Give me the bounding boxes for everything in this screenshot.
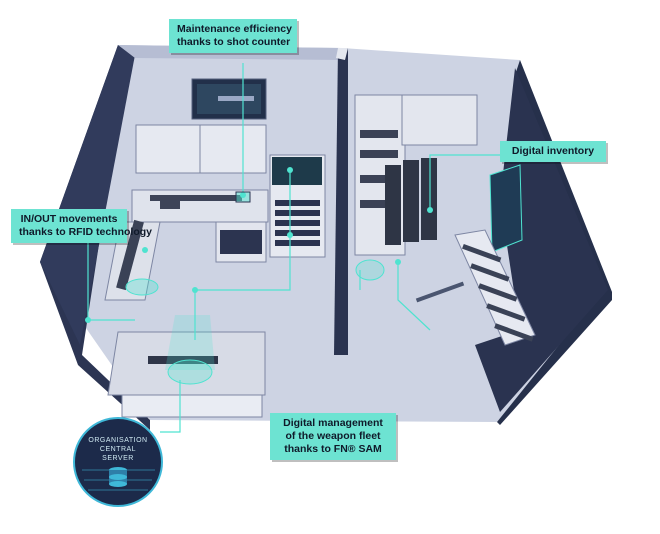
rifle-stock [160, 201, 180, 209]
callout-inventory-line1: Digital inventory [511, 145, 595, 157]
callout-maintenance: Maintenance efficiency thanks to shot co… [169, 19, 297, 53]
bench-scanner-beam [165, 315, 215, 370]
left-wall-inner [40, 45, 135, 345]
maintenance-sensor [235, 191, 251, 203]
rfid-scanner-holo [125, 278, 159, 296]
server-label-2: CENTRAL [100, 446, 136, 453]
shelf-unit-2 [401, 94, 478, 146]
rifle-on-bench [150, 195, 242, 201]
connection-lines [87, 63, 500, 433]
inventory-screen [489, 164, 523, 253]
partition-top [336, 48, 348, 60]
rack-stand [415, 281, 465, 303]
drawer-monitor [272, 157, 322, 185]
callout-fleet-line1: Digital management [283, 417, 383, 429]
callout-fleet-line3: thanks to FN® SAM [284, 443, 382, 455]
rack-rifles [462, 243, 534, 342]
rifle-rack-left [116, 219, 144, 291]
callout-fleet-line2: of the weapon fleet [285, 430, 381, 442]
weapon-cases [385, 158, 437, 245]
drawer-stack [275, 200, 320, 246]
server-label-1: ORGANISATION [88, 437, 147, 444]
connection-nodes [85, 167, 433, 323]
front-bench-weapon [148, 356, 218, 364]
callout-rfid: IN/OUT movements thanks to RFID technolo… [11, 209, 153, 243]
database-icon [109, 467, 127, 487]
right-wall [497, 60, 612, 425]
server-circle [73, 417, 163, 507]
side-cabinet-inner [220, 230, 262, 254]
partition-wall [334, 48, 348, 355]
callout-rfid-line1: IN/OUT movements [20, 213, 118, 225]
front-bench-legs [121, 394, 263, 418]
callout-maintenance-line1: Maintenance efficiency [177, 23, 292, 35]
screen-weapon [218, 96, 254, 101]
wall-cabinet [135, 124, 267, 174]
callout-maintenance-line2: thanks to shot counter [177, 36, 291, 48]
bench-scanner-holo [167, 359, 213, 385]
callout-rfid-line2: thanks to RFID technology [19, 226, 153, 238]
callout-inventory: Digital inventory [500, 141, 606, 162]
central-server-badge: ORGANISATION CENTRAL SERVER [73, 417, 163, 507]
right-scanner-holo [355, 259, 385, 281]
callout-fleet: Digital management of the weapon fleet t… [270, 413, 396, 460]
stored-rifles [360, 130, 398, 208]
server-label-3: SERVER [102, 455, 134, 462]
